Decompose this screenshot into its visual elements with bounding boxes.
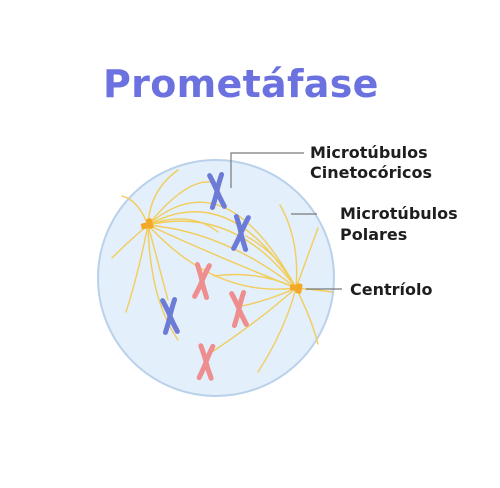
leader-kinetochore [230,152,304,188]
label-centriole: Centríolo [350,280,432,299]
label-kinetochore-line1: Microtúbulos [310,143,428,162]
leader-lines [230,152,342,290]
centriole-right [289,283,303,294]
centriole-left [140,218,154,230]
label-kinetochore-line2: Cinetocóricos [310,163,432,182]
microtubules [111,169,333,373]
diagram-title: Prometáfase [103,62,379,106]
label-polar-line1: Microtúbulos [340,204,458,223]
label-polar-line2: Polares [340,225,407,244]
cell [97,159,335,397]
